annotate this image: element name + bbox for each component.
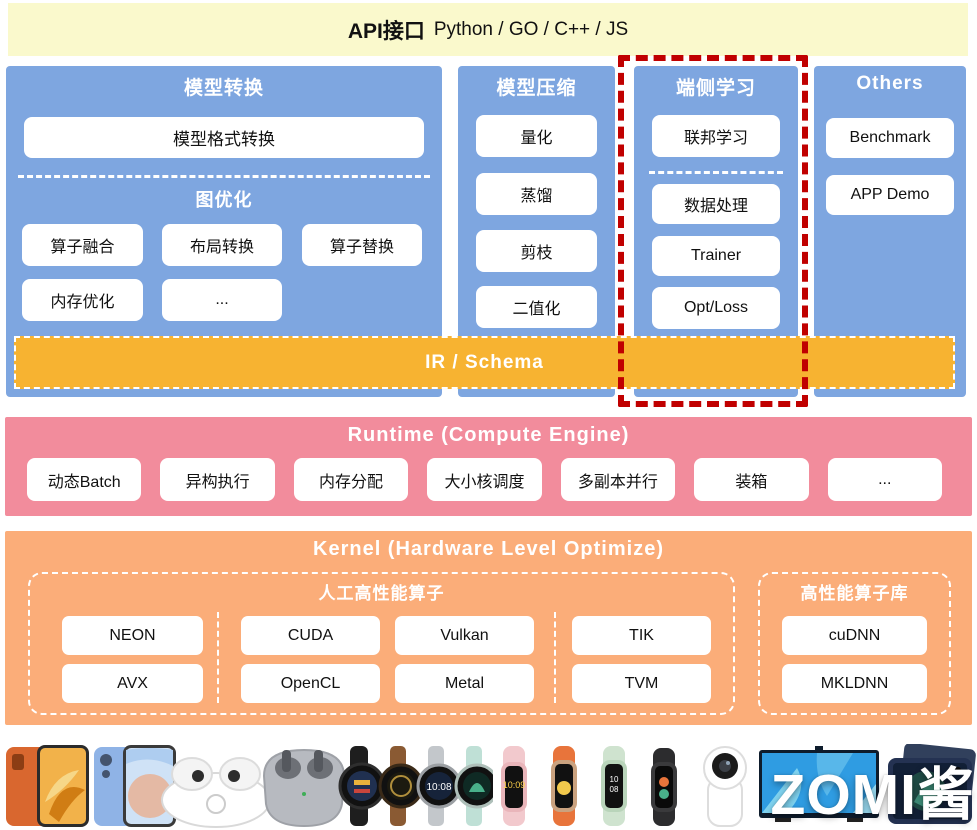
box-metal: Metal	[395, 664, 534, 703]
box-vulkan: Vulkan	[395, 616, 534, 655]
box-app-demo: APP Demo	[826, 175, 954, 215]
box-more-ellipsis: ...	[162, 279, 282, 321]
operator-library-group: 高性能算子库 cuDNN MKLDNN	[758, 572, 951, 715]
box-avx: AVX	[62, 664, 203, 703]
graph-optimization-subtitle: 图优化	[195, 190, 253, 210]
kernel-section: Kernel (Hardware Level Optimize) 人工高性能算子…	[5, 531, 972, 725]
dashed-separator	[649, 171, 783, 174]
svg-text:08: 08	[610, 785, 619, 794]
vertical-dashed-divider	[217, 612, 219, 703]
box-layout-conversion: 布局转换	[162, 224, 282, 266]
earbuds-closed-case-gray-image	[262, 748, 346, 828]
panel-model-compression-title: 模型压缩	[496, 78, 577, 99]
box-multi-replica-parallel: 多副本并行	[560, 458, 676, 501]
box-opencl: OpenCL	[241, 664, 380, 703]
box-memory-allocation: 内存分配	[293, 458, 409, 501]
runtime-items-row: 动态Batch 异构执行 内存分配 大小核调度 多副本并行 装箱 ...	[27, 458, 942, 501]
fitness-band-set-image: 10:09 10 08	[501, 746, 677, 826]
manual-operators-title: 人工高性能算子	[318, 584, 445, 603]
manual-operators-group: 人工高性能算子 NEON AVX CUDA OpenCL Vulkan Meta…	[28, 572, 735, 715]
box-operator-fusion: 算子融合	[22, 224, 143, 266]
box-heterogeneous-execution: 异构执行	[160, 458, 275, 501]
runtime-title: Runtime (Compute Engine)	[347, 424, 630, 446]
box-operator-replacement: 算子替换	[302, 224, 422, 266]
box-tvm: TVM	[572, 664, 711, 703]
box-federated-learning: 联邦学习	[652, 115, 780, 157]
kernel-title: Kernel (Hardware Level Optimize)	[313, 538, 664, 560]
ir-schema-bar: IR / Schema	[14, 336, 955, 389]
highlight-rectangle-on-device-learning	[618, 55, 808, 407]
box-mkldnn: MKLDNN	[782, 664, 927, 703]
box-neon: NEON	[62, 616, 203, 655]
svg-text:10:08: 10:08	[426, 782, 451, 793]
vertical-dashed-divider	[554, 612, 556, 703]
box-trainer: Trainer	[652, 236, 780, 276]
svg-text:10:09: 10:09	[503, 780, 526, 790]
box-cuda: CUDA	[241, 616, 380, 655]
api-layer-languages: Python / GO / C++ / JS	[433, 18, 629, 40]
box-data-processing: 数据处理	[652, 184, 780, 224]
box-memory-optimization: 内存优化	[22, 279, 143, 321]
earbuds-open-case-white-image	[161, 757, 271, 828]
api-layer-title: API接口	[347, 19, 425, 43]
round-smartwatch-set-image: 10:08	[338, 746, 493, 826]
operator-library-title: 高性能算子库	[800, 584, 909, 603]
box-quantization: 量化	[476, 115, 597, 157]
smartphone-blue-image	[94, 745, 176, 827]
box-opt-loss: Opt/Loss	[652, 287, 780, 329]
box-big-little-core-scheduling: 大小核调度	[427, 458, 542, 501]
box-distillation: 蒸馏	[476, 173, 597, 215]
tablet-image	[888, 744, 976, 824]
box-model-format-conversion: 模型格式转换	[24, 117, 424, 158]
box-cudnn: cuDNN	[782, 616, 927, 655]
panel-on-device-learning-title: 端侧学习	[675, 78, 756, 99]
dashed-separator	[18, 175, 430, 178]
watermark-text: ZOMI酱	[770, 763, 975, 827]
runtime-section: Runtime (Compute Engine) 动态Batch 异构执行 内存…	[5, 417, 972, 516]
api-layer-bar: API接口 Python / GO / C++ / JS	[8, 3, 968, 56]
box-pruning: 剪枝	[476, 230, 597, 272]
box-packing: 装箱	[694, 458, 809, 501]
panel-model-conversion-title: 模型转换	[183, 78, 264, 99]
smart-tv-image	[759, 746, 879, 822]
box-benchmark: Benchmark	[826, 118, 954, 158]
smartphone-orange-image	[6, 745, 89, 827]
box-binarization: 二值化	[476, 286, 597, 328]
svg-text:10: 10	[610, 775, 619, 784]
box-more-ellipsis: ...	[827, 458, 942, 501]
security-camera-image	[703, 746, 747, 827]
panel-others-title: Others	[856, 73, 924, 94]
box-tik: TIK	[572, 616, 711, 655]
device-product-strip: 10:08 10:09 10 08	[0, 740, 977, 830]
box-dynamic-batch: 动态Batch	[27, 458, 142, 501]
